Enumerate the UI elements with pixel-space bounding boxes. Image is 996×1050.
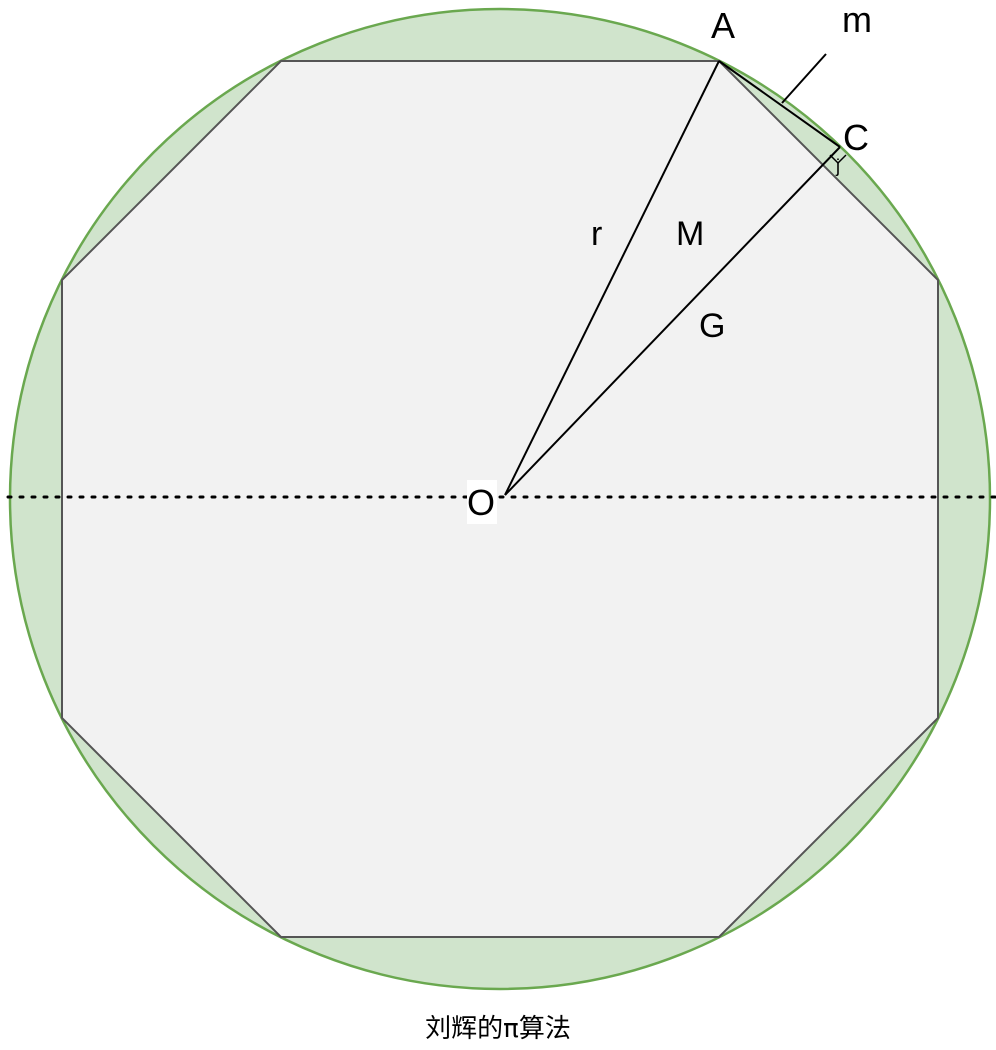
label-A: A: [711, 5, 735, 46]
label-G: G: [699, 307, 725, 345]
label-j: j: [835, 156, 840, 176]
o-label-bg: [467, 480, 497, 524]
label-O: O: [467, 482, 495, 523]
diagram-caption: 刘辉的π算法: [425, 1014, 571, 1044]
radius-OA: [504, 60, 720, 496]
segment-AC: [718, 60, 841, 148]
label-m: m: [842, 0, 872, 40]
octagon: [61, 60, 939, 938]
line-OC: [504, 146, 841, 496]
label-C: C: [843, 117, 869, 158]
right-angle-mark: [829, 154, 847, 165]
m-pointer: [781, 53, 827, 104]
label-r: r: [591, 215, 602, 253]
label-M: M: [676, 215, 704, 253]
